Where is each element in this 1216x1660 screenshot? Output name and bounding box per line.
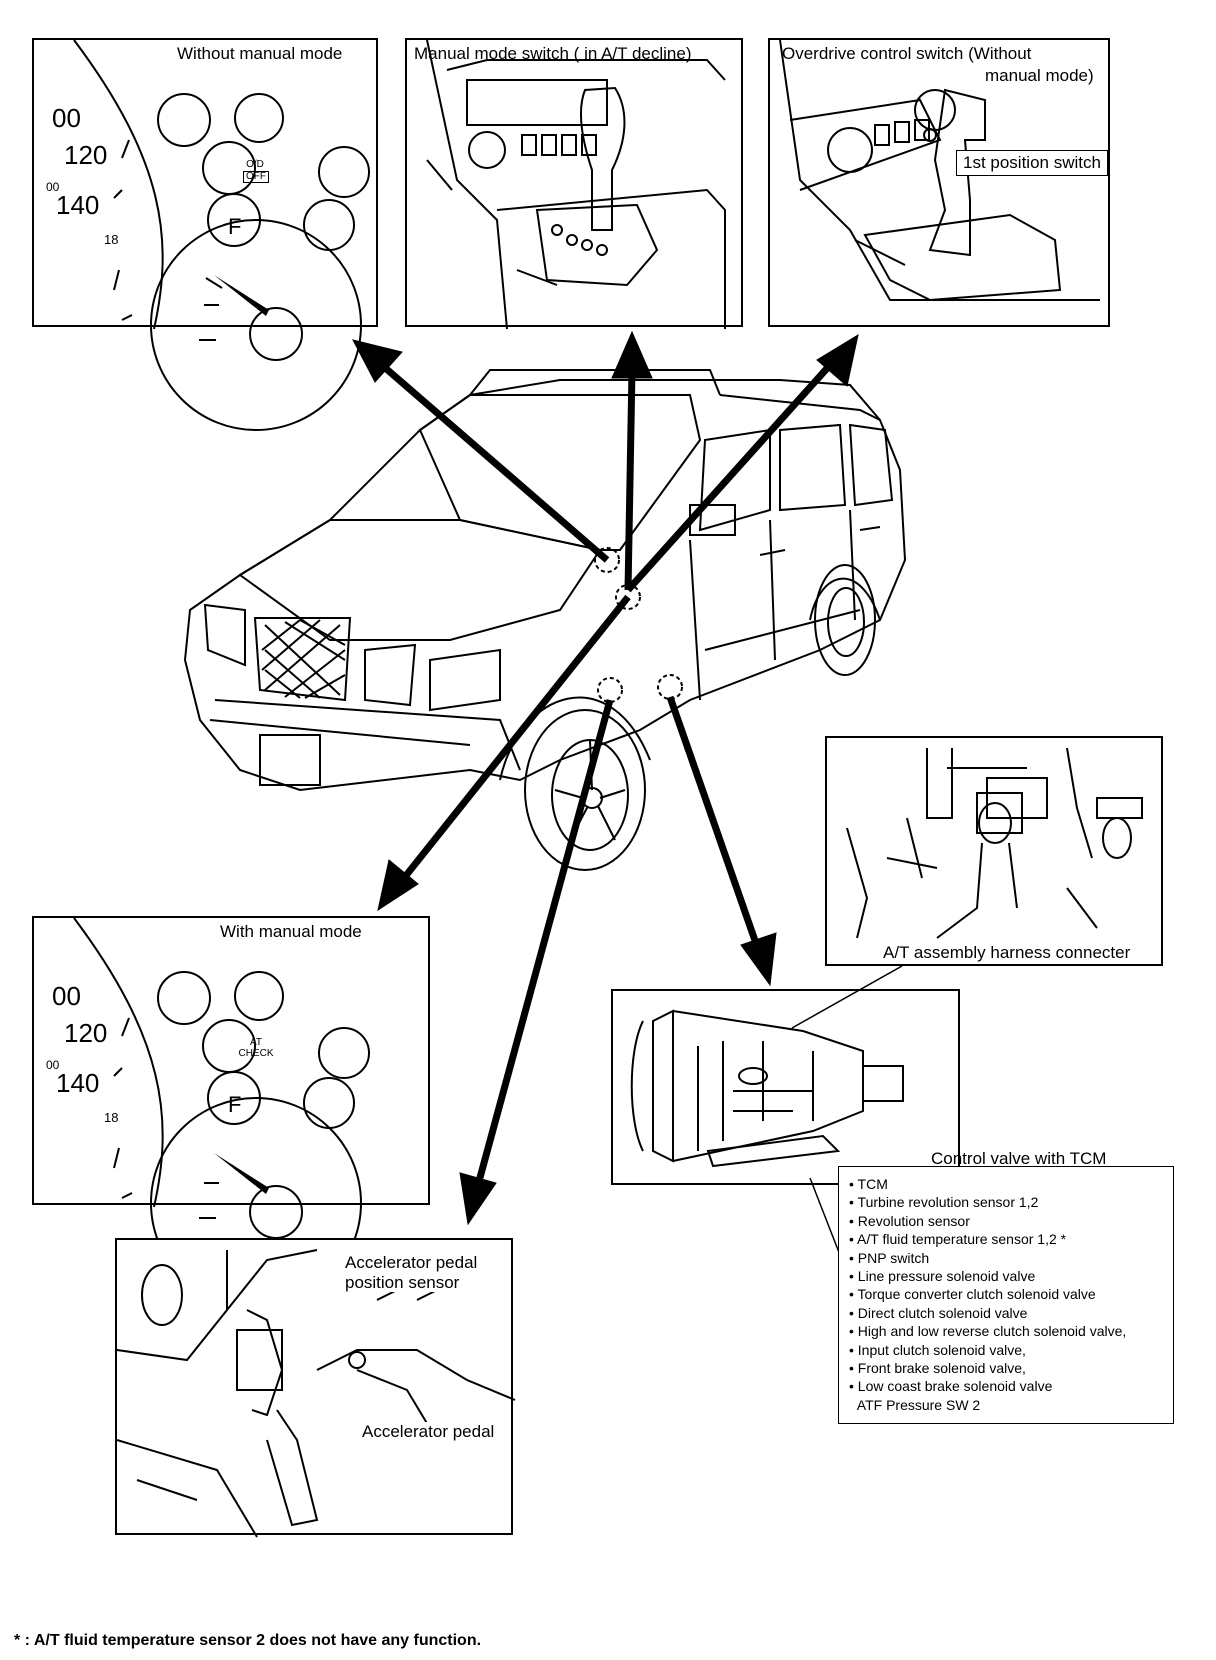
component-item: • Low coast brake solenoid valve: [849, 1378, 1053, 1395]
odo-value: 18: [104, 1110, 119, 1125]
panel-label: Without manual mode: [177, 44, 343, 63]
panel-label-line2: manual mode): [985, 66, 1094, 85]
shift-lever-drawing: [426, 39, 726, 330]
panel-label: Manual mode switch ( in A/T decline): [414, 44, 692, 63]
component-item: • Direct clutch solenoid valve: [849, 1304, 1028, 1321]
panel-label: With manual mode: [220, 922, 362, 941]
component-item: • Input clutch solenoid valve,: [849, 1341, 1026, 1358]
gauge-sup: 00: [46, 1058, 60, 1072]
panel-overdrive-control-switch: Overdrive control switch (Without manual…: [768, 38, 1110, 327]
at-check-indicator-top: AT: [249, 1037, 263, 1048]
component-list: • TCM • Turbine revolution sensor 1,2 • …: [838, 1166, 1174, 1424]
panel-transmission: [611, 989, 960, 1185]
panel-manual-mode-switch: Manual mode switch ( in A/T decline): [405, 38, 743, 330]
sensor-label-line1: Accelerator pedal: [345, 1253, 478, 1272]
panel-without-manual-mode: Without manual mode 00 120 00 140 F 18 O…: [32, 38, 378, 431]
gauge-120: 120: [64, 1018, 108, 1048]
panel-harness-connector: A/T assembly harness connecter: [825, 736, 1163, 966]
component-item: • Torque converter clutch solenoid valve: [849, 1286, 1096, 1303]
component-item: ATF Pressure SW 2: [856, 1396, 981, 1413]
sensor-label-line2: position sensor: [345, 1273, 460, 1292]
gauge-00: 00: [52, 981, 81, 1011]
fuel-full-mark: F: [228, 214, 242, 239]
first-position-switch-label: 1st position switch: [956, 150, 1108, 176]
component-item: • Front brake solenoid valve,: [849, 1360, 1026, 1377]
component-item: • Turbine revolution sensor 1,2: [849, 1194, 1039, 1211]
pedal-label: Accelerator pedal: [362, 1422, 495, 1441]
at-check-indicator-bottom: CHECK: [238, 1048, 274, 1059]
panel-accelerator-pedal: Accelerator pedal position sensor Accele…: [115, 1238, 516, 1538]
meter-cluster-drawing: [73, 917, 370, 1309]
gauge-140: 140: [56, 190, 100, 220]
gauge-sup: 00: [46, 180, 60, 194]
panel-label-line1: Overdrive control switch (Without: [782, 44, 1032, 63]
component-item: • Line pressure solenoid valve: [849, 1268, 1036, 1285]
control-valve-label: Control valve with TCM: [931, 1149, 1107, 1168]
gauge-00: 00: [52, 103, 81, 133]
od-off-indicator-top: O/D: [246, 159, 264, 170]
footnote: * : A/T fluid temperature sensor 2 does …: [14, 1632, 482, 1649]
gauge-120: 120: [64, 140, 108, 170]
harness-connector-drawing: [846, 747, 1143, 939]
gauge-140: 140: [56, 1068, 100, 1098]
od-off-indicator-bottom: OFF: [243, 171, 269, 183]
panel-with-manual-mode: With manual mode 00 120 00 140 F 18 AT C…: [32, 916, 430, 1309]
component-item: • TCM: [849, 1176, 888, 1192]
pointer-arrows: [352, 330, 859, 1226]
transmission-drawing: [630, 1009, 904, 1168]
odo-value: 18: [104, 232, 119, 247]
component-item: • PNP switch: [849, 1249, 930, 1266]
component-item: • High and low reverse clutch solenoid v…: [849, 1323, 1127, 1340]
fuel-full-mark: F: [228, 1092, 242, 1117]
suv-drawing: [183, 369, 907, 871]
component-item: • Revolution sensor: [849, 1212, 970, 1229]
harness-connector-label: A/T assembly harness connecter: [883, 943, 1131, 962]
meter-cluster-drawing: [73, 39, 370, 431]
overdrive-lever-drawing: [779, 39, 1100, 302]
component-item: • A/T fluid temperature sensor 1,2 *: [849, 1231, 1067, 1248]
